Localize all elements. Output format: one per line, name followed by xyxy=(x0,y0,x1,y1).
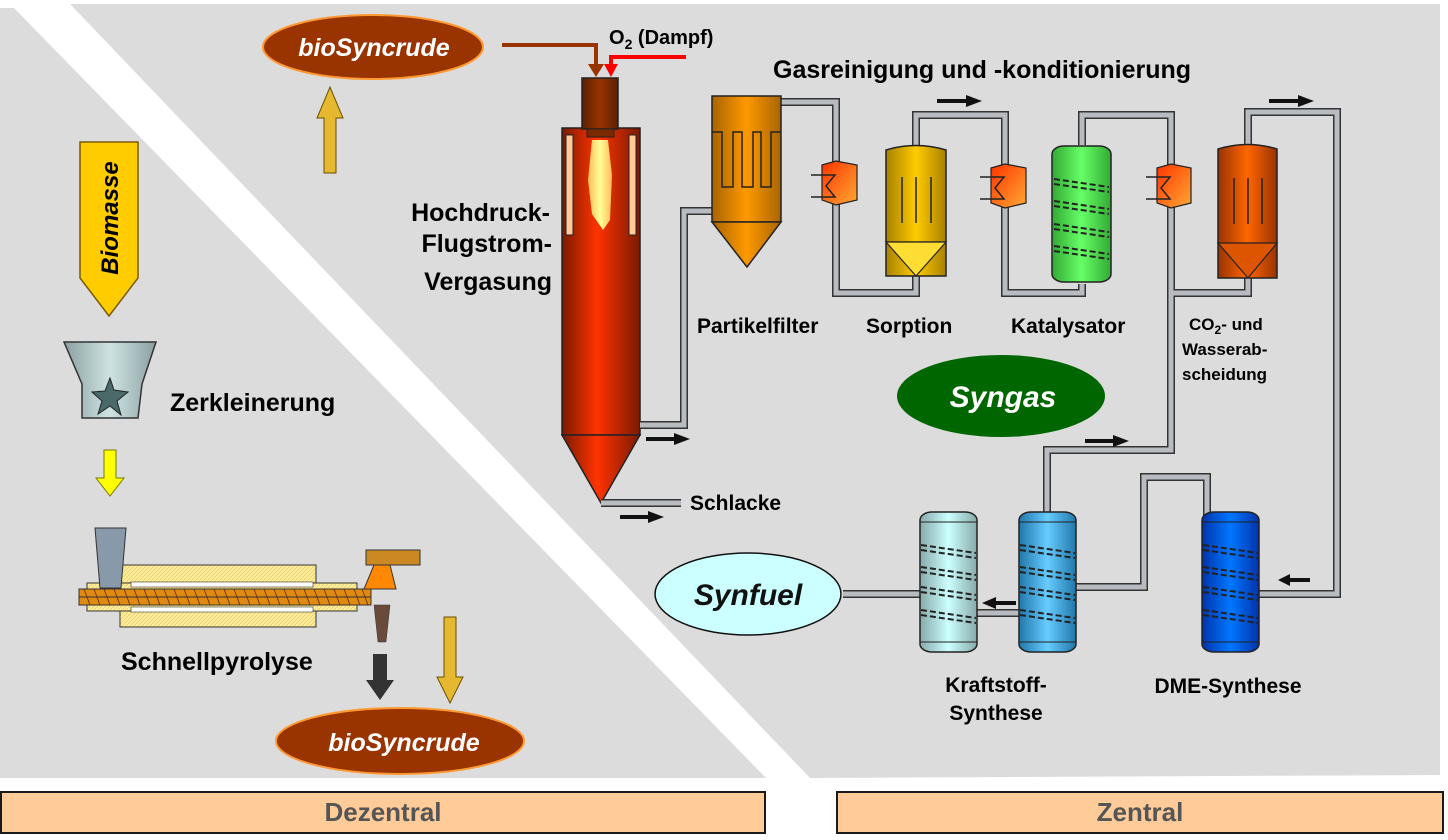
heat-exchanger-3-icon xyxy=(1146,163,1192,209)
oxidant-label: O2 (Dampf) xyxy=(609,27,713,52)
biosyncrude-product-label: bioSyncrude xyxy=(328,729,480,757)
catalyst-reactor-icon xyxy=(1051,145,1112,283)
co2-removal-vessel-icon xyxy=(1216,143,1279,279)
gasifier-label-line3: Vergasung xyxy=(424,268,552,296)
co2-removal-label-line3: scheidung xyxy=(1182,365,1267,384)
grinder-to-pyrolysis-arrow xyxy=(94,449,126,497)
flow-arrow-gasifier-out xyxy=(646,433,690,445)
process-pipes xyxy=(601,98,1341,617)
catalyst-label: Katalysator xyxy=(1011,315,1125,338)
fuel-synthesis-reactor-2-icon xyxy=(1018,511,1077,653)
flow-arrow-top-1 xyxy=(937,95,982,107)
grinder-icon xyxy=(62,341,158,419)
pyrolysis-label: Schnellpyrolyse xyxy=(121,648,313,676)
decentral-footer-label: Dezentral xyxy=(0,791,766,834)
pyrolysis-reactor-icon xyxy=(78,527,421,643)
dme-synthesis-reactor-icon xyxy=(1201,511,1260,653)
biomass-feed-arrow: Biomasse xyxy=(79,141,139,318)
gasifier-label-line1: Hochdruck- xyxy=(411,199,550,227)
biomass-label: Biomasse xyxy=(97,161,124,274)
flow-arrow-slag xyxy=(620,511,664,523)
gasifier-icon xyxy=(560,77,642,505)
bio-syncrude-transport-down-arrow xyxy=(436,616,464,705)
co2-removal-label-line2: Wasserab- xyxy=(1182,340,1267,359)
co2-label-rest: - und xyxy=(1221,315,1263,334)
grinding-label: Zerkleinerung xyxy=(170,389,335,417)
syngas-ellipse: Syngas xyxy=(897,355,1105,437)
gas-cleaning-title: Gasreinigung und -konditionierung xyxy=(773,56,1191,84)
heat-exchanger-1-icon xyxy=(811,160,858,206)
oxidant-label-rest: (Dampf) xyxy=(632,27,713,49)
biosyncrude-input-label: bioSyncrude xyxy=(298,34,450,62)
synfuel-ellipse: Synfuel xyxy=(654,552,842,636)
flow-arrow-to-dme xyxy=(1278,574,1310,586)
central-footer-label: Zentral xyxy=(836,791,1444,834)
flow-arrows xyxy=(620,95,1314,609)
co2-label-sub: 2 xyxy=(1215,323,1222,337)
biosyncrude-feed-line xyxy=(502,43,598,66)
bio-syncrude-transport-up-arrow xyxy=(316,85,344,174)
oxidant-label-main: O xyxy=(609,27,625,49)
co2-label-main: CO xyxy=(1189,315,1215,334)
fuel-synthesis-reactor-1-icon xyxy=(919,511,978,653)
pyrolysis-output-arrow xyxy=(366,654,394,700)
oxidant-label-sub: 2 xyxy=(625,36,633,52)
heat-exchanger-2-icon xyxy=(980,163,1027,209)
sorption-label: Sorption xyxy=(866,315,952,338)
sorption-vessel-icon xyxy=(884,144,948,277)
fuel-synthesis-label-line2: Synthese xyxy=(949,702,1042,725)
synfuel-label: Synfuel xyxy=(694,579,803,612)
fuel-synthesis-label-line1: Kraftstoff- xyxy=(945,674,1046,697)
particle-filter-label: Partikelfilter xyxy=(697,315,818,338)
biosyncrude-product-ellipse: bioSyncrude xyxy=(275,707,525,775)
flow-arrow-to-fuel-synthesis xyxy=(1085,435,1129,447)
oxidant-feed-arrowhead xyxy=(604,64,618,77)
syngas-label: Syngas xyxy=(950,381,1057,414)
biosyncrude-feed-arrowhead xyxy=(588,64,604,77)
particle-filter-icon xyxy=(710,95,783,269)
co2-removal-label-line1: CO2- und xyxy=(1189,315,1263,337)
biosyncrude-input-ellipse: bioSyncrude xyxy=(262,14,484,80)
gasifier-label-line2: Flugstrom- xyxy=(421,230,552,258)
flow-arrow-top-2 xyxy=(1269,95,1314,107)
slag-label: Schlacke xyxy=(690,492,781,515)
flow-arrow-to-synfuel xyxy=(982,597,1016,609)
dme-synthesis-label: DME-Synthese xyxy=(1154,675,1301,698)
oxidant-feed-line xyxy=(609,55,686,66)
